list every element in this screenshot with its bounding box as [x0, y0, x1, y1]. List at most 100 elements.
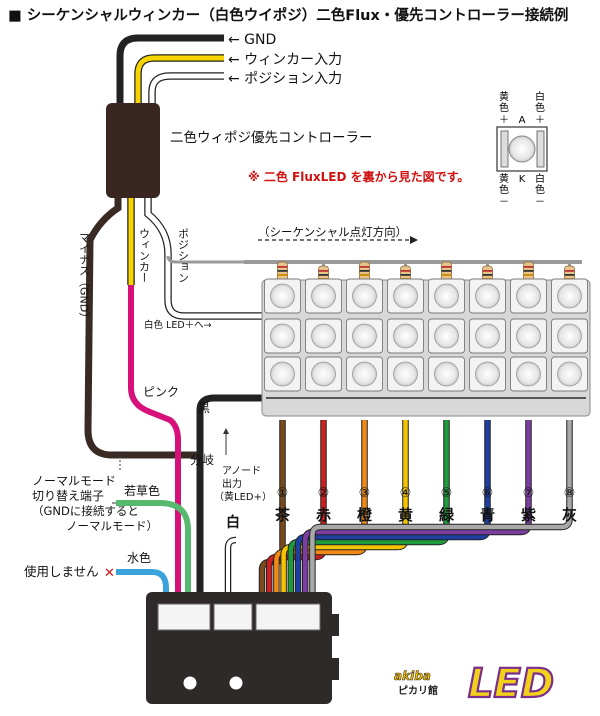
led-lens — [311, 283, 336, 309]
white-led-label: 白色 LED＋へ→ — [144, 319, 212, 331]
led-lens — [393, 283, 418, 309]
resistor-band — [359, 274, 370, 276]
led-lens — [516, 283, 541, 309]
anode-label-2: 出力 — [222, 477, 242, 490]
winker-input-wire — [135, 55, 224, 110]
output-wire — [310, 420, 572, 618]
normal-mode-line-1: ノーマルモード — [32, 474, 116, 488]
led-lens — [475, 323, 500, 349]
output-number: ④ — [400, 486, 412, 501]
main-unit — [146, 592, 339, 704]
pin-bottom-right-2: 色 — [535, 183, 545, 196]
led-lens — [311, 323, 336, 349]
normal-mode-arrow — [117, 452, 123, 458]
output-color-label: 橙 — [357, 506, 373, 524]
gnd-label: ← GND — [228, 32, 276, 48]
output-color-label: 緑 — [439, 506, 455, 524]
output-number: ② — [318, 486, 330, 501]
resistor-band — [277, 274, 288, 276]
resistor-band — [441, 274, 452, 276]
led-lens — [393, 361, 418, 387]
led-pin-right — [536, 130, 545, 168]
connector-middle — [213, 603, 253, 631]
pin-top-left-3: ＋ — [499, 115, 509, 126]
resistor-band — [564, 274, 575, 276]
output-color-label: 赤 — [316, 506, 331, 524]
led-pin-left — [500, 130, 509, 168]
resistor-band — [359, 270, 370, 272]
normal-mode-line-2: 切り替え端子 — [32, 489, 104, 503]
output-number: ⑦ — [523, 486, 535, 501]
winker-input-label: ← ウィンカー入力 — [228, 52, 342, 68]
yellowgreen-label: 若草色 — [124, 484, 160, 498]
connector-left — [157, 603, 211, 631]
note-text: ※ 二色 FluxLED を裏から見た図です。 — [248, 169, 469, 184]
led-lens — [557, 323, 582, 349]
pin-bottom-right-3: － — [535, 197, 545, 208]
gnd-input-wire — [116, 34, 224, 110]
controller-box — [106, 103, 160, 198]
pin-bottom-left-3: － — [499, 197, 509, 208]
output-number: ⑥ — [482, 486, 494, 501]
pin-anode-label: A — [519, 115, 526, 126]
led-lens — [270, 323, 295, 349]
led-lens — [557, 283, 582, 309]
resistor-band — [482, 270, 493, 272]
position-bus-feed — [166, 255, 244, 264]
led-lens — [434, 283, 459, 309]
white-wire-label: 白 — [226, 514, 240, 531]
resistor-band — [441, 270, 452, 272]
output-wire — [281, 420, 408, 618]
output-number: ③ — [359, 486, 371, 501]
mount-hole-right — [229, 676, 243, 690]
pin-top-left-2: 色 — [499, 101, 509, 114]
resistor-band — [318, 270, 329, 272]
anode-pointer-arrow — [223, 428, 229, 434]
led-lens — [352, 323, 377, 349]
resistor-band — [400, 274, 411, 276]
normal-mode-line-4: ノーマルモード） — [66, 519, 158, 533]
logo-led: LED — [468, 661, 554, 707]
diagram-title: ■ シーケンシャルウィンカー（白色ウイポジ）二色Flux・優先コントローラー接続… — [8, 6, 568, 24]
position-wire — [145, 198, 262, 319]
led-lens — [516, 323, 541, 349]
pin-top-right-3: ＋ — [535, 115, 545, 126]
anode-label-3: （黄LED+） — [214, 490, 272, 503]
led-pin-lens — [508, 135, 536, 163]
pin-top-left-1: 黄 — [499, 90, 509, 103]
position-input-wire-outline — [148, 72, 224, 110]
output-color-label: 紫 — [521, 506, 536, 524]
pin-bottom-left-1: 黄 — [499, 172, 509, 185]
winker-label: ウィンカー — [138, 228, 151, 283]
lightblue-label: 水色 — [127, 551, 151, 565]
minus-gnd-wire — [84, 198, 200, 459]
led-lens — [311, 361, 336, 387]
position-input-label: ← ポジション入力 — [228, 71, 342, 87]
pink-wire — [128, 285, 181, 618]
resistor-band — [441, 266, 452, 268]
led-lens — [434, 361, 459, 387]
pin-bottom-right-1: 白 — [535, 172, 545, 185]
led-lens — [475, 361, 500, 387]
output-wire-outline — [280, 420, 409, 618]
led-lens — [352, 283, 377, 309]
branch-label: 分岐 — [190, 453, 214, 467]
resistor-band — [359, 266, 370, 268]
normal-mode-line-3: （GNDに接続すると — [32, 504, 139, 518]
position-label: ポジション — [177, 228, 190, 283]
led-pin-diagram: 黄 色 ＋ 白 色 ＋ A K 黄 色 － 白 色 － — [496, 90, 548, 208]
output-color-label: 黄 — [398, 506, 413, 524]
pink-label: ピンク — [143, 385, 179, 399]
sequence-label: （シーケンシャル点灯方向） — [258, 225, 407, 239]
pin-bottom-left-2: 色 — [499, 183, 509, 196]
input-wires — [116, 34, 224, 110]
controller-output-wires — [84, 198, 266, 618]
resistor-band — [523, 270, 534, 272]
logo-akiba: akiba — [394, 669, 431, 683]
led-lens — [393, 323, 418, 349]
minus-gnd-label: マイナス（GND） — [78, 232, 91, 323]
output-number: ① — [277, 486, 289, 501]
anode-label-1: アノード — [222, 466, 261, 477]
unused-label: 使用しません — [24, 564, 99, 579]
